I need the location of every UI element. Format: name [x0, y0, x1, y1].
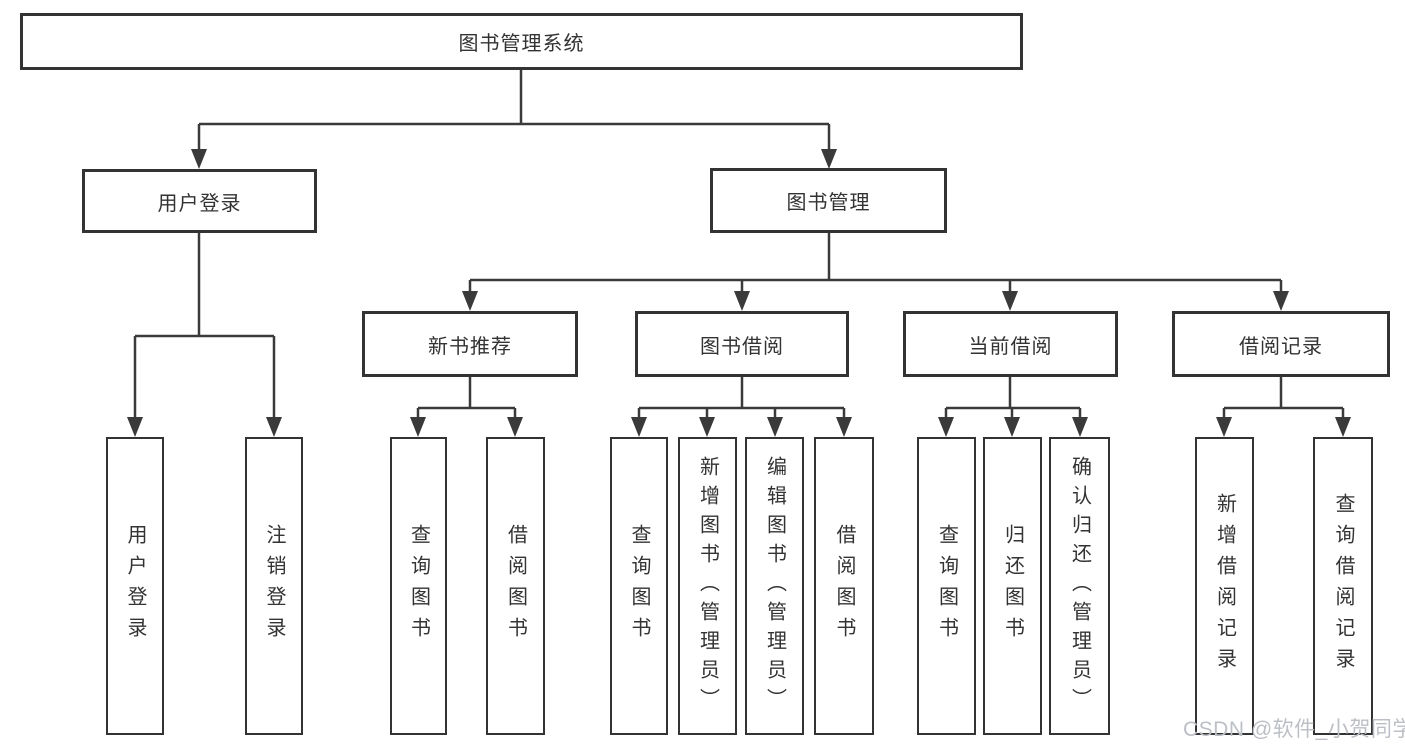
leaf-borrow-books-recommend: 借阅图书 — [486, 437, 545, 735]
node-current-borrowing: 当前借阅 — [903, 311, 1118, 377]
node-book-management: 图书管理 — [710, 168, 947, 233]
node-library-system: 图书管理系统 — [20, 13, 1023, 70]
leaf-query-borrow-record: 查询借阅记录 — [1313, 437, 1373, 735]
leaf-borrow-books-borrowing: 借阅图书 — [814, 437, 874, 735]
connector-new-book-recommendation-children — [410, 377, 523, 437]
connector-root-to-level2 — [191, 70, 837, 169]
node-new-book-recommendation: 新书推荐 — [362, 311, 578, 377]
leaf-return-books: 归还图书 — [983, 437, 1042, 735]
leaf-add-borrow-record: 新增借阅记录 — [1195, 437, 1254, 735]
connector-borrowing-records-children — [1216, 377, 1351, 437]
node-borrowing-records: 借阅记录 — [1172, 311, 1390, 377]
leaf-query-books-borrowing: 查询图书 — [610, 437, 668, 735]
node-user-login: 用户登录 — [82, 169, 317, 233]
node-book-borrowing: 图书借阅 — [635, 311, 849, 377]
leaf-confirm-return-admin: 确认归还（管理员） — [1049, 437, 1110, 735]
connector-book-management-children — [462, 233, 1289, 311]
leaf-add-books-admin: 新增图书（管理员） — [678, 437, 737, 735]
connector-book-borrowing-children — [631, 377, 852, 437]
leaf-logout: 注销登录 — [245, 437, 303, 735]
connector-user-login-children — [127, 233, 282, 437]
leaf-user-login: 用户登录 — [106, 437, 164, 735]
leaf-query-books-recommend: 查询图书 — [390, 437, 447, 735]
leaf-edit-books-admin: 编辑图书（管理员） — [745, 437, 804, 735]
connector-current-borrowing-children — [938, 377, 1088, 437]
csdn-watermark: CSDN @软件_小贺同学 — [1183, 718, 1405, 741]
leaf-query-books-current: 查询图书 — [917, 437, 976, 735]
